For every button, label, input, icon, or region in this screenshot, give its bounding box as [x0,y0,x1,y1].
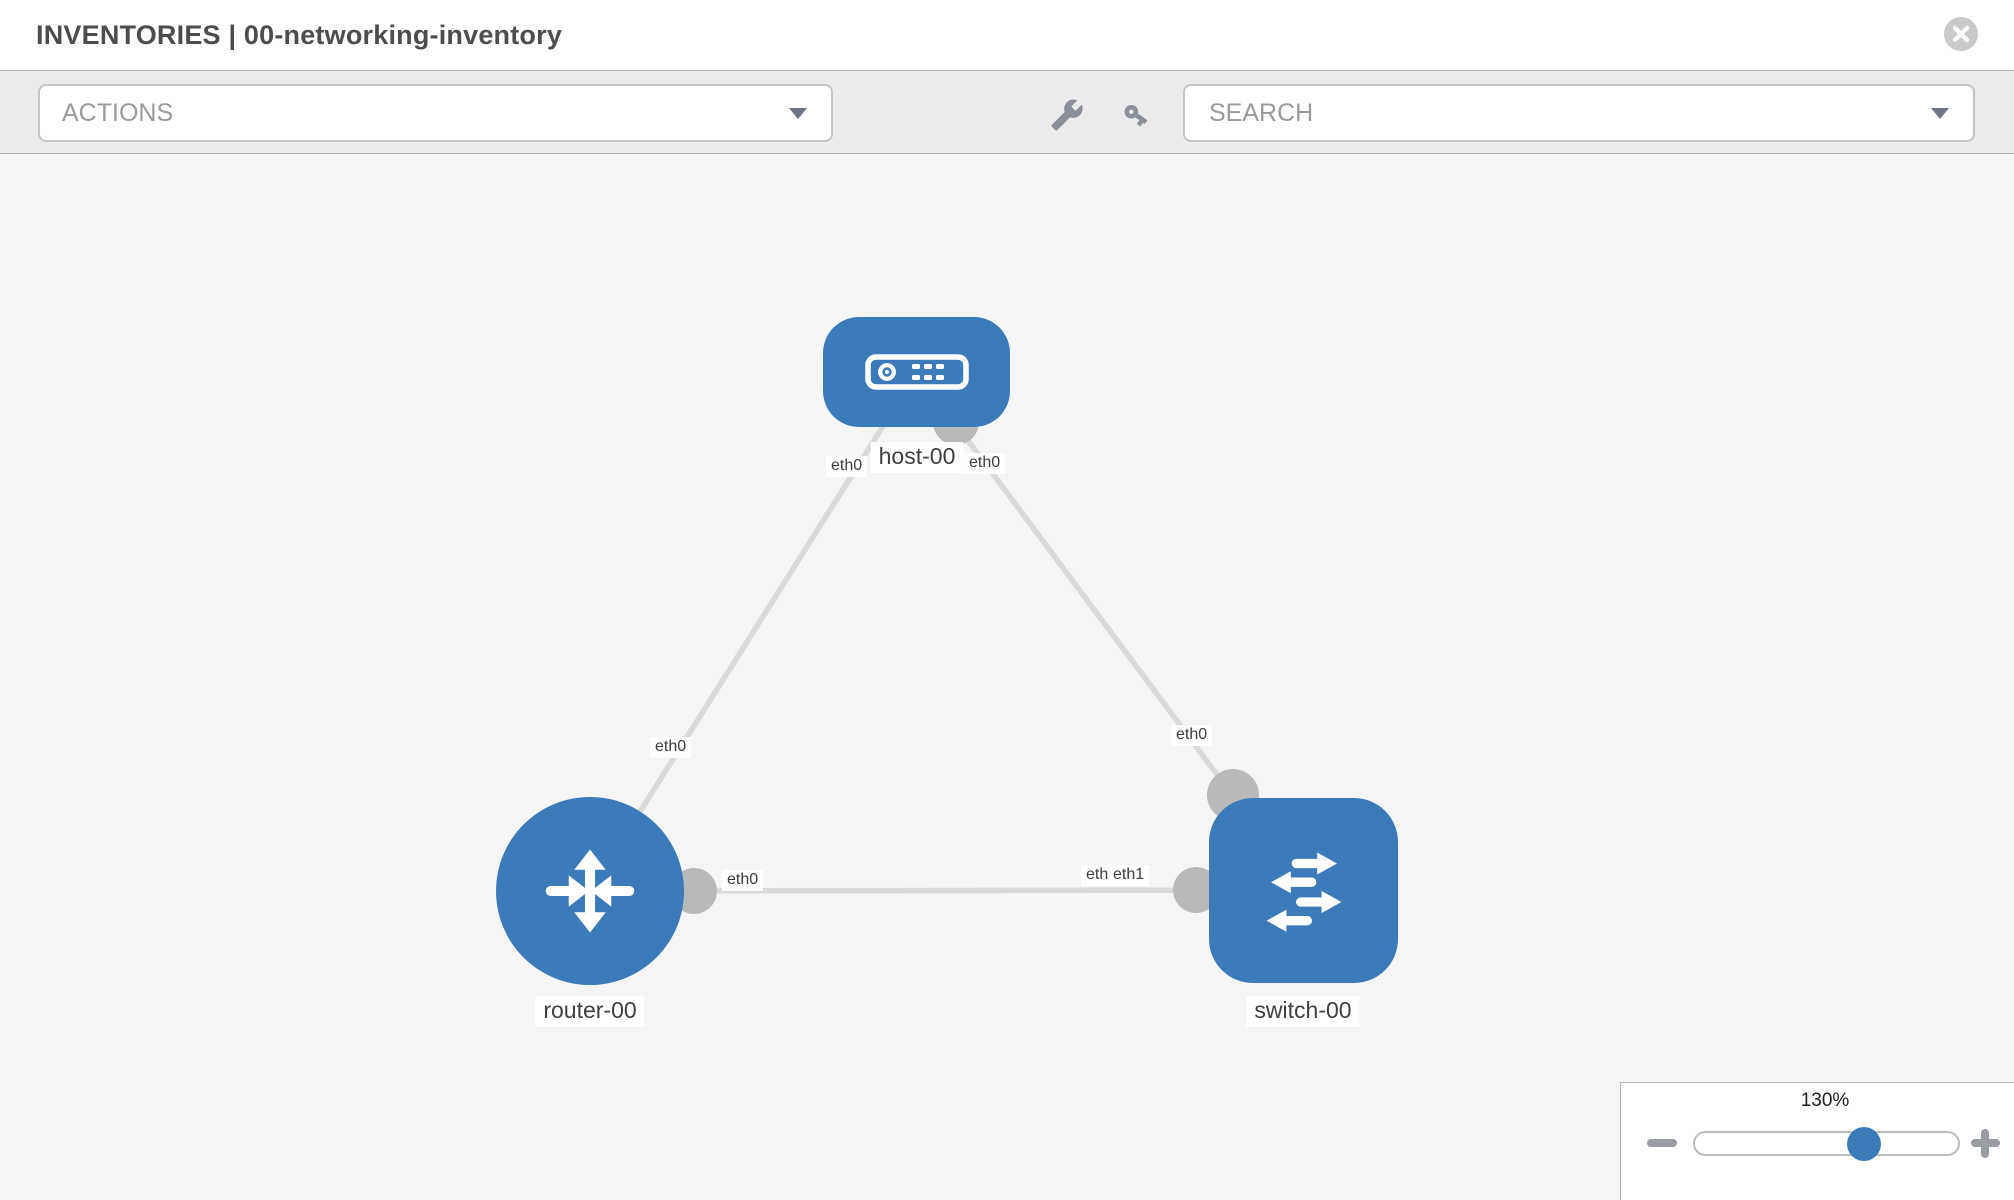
actions-dropdown-label: ACTIONS [62,98,174,127]
node-router[interactable] [496,797,684,985]
node-host[interactable] [823,317,1010,427]
topology-links-layer [587,370,1306,914]
interface-label: eth0 [722,870,764,891]
router-icon [545,849,635,933]
node-label-host: host-00 [870,442,964,473]
interface-dot-switch-left [1173,867,1219,913]
key-icon[interactable] [1119,98,1153,132]
interface-label: eth0 [1171,725,1213,746]
close-icon [1952,25,1970,43]
search-dropdown[interactable] [1183,84,1975,142]
page-title: INVENTORIES | 00-networking-inventory [36,20,563,50]
node-label-switch: switch-00 [1246,996,1360,1027]
topology-canvas[interactable]: eth0 eth0 eth0 eth0 eth0 eth0 eth1 host-… [0,154,2014,1200]
close-button[interactable] [1944,17,1978,51]
interface-label: eth0 [826,456,868,477]
wrench-icon[interactable] [1050,98,1084,132]
host-icon [864,354,969,390]
zoom-slider-thumb[interactable] [1847,1127,1881,1161]
chevron-down-icon [1931,108,1949,119]
interface-label: eth0 [650,737,692,758]
chevron-down-icon [789,108,807,119]
search-input[interactable] [1207,97,1911,129]
plus-icon [1981,1129,1989,1158]
zoom-out-button[interactable] [1647,1139,1677,1147]
zoom-level: 130% [1800,1090,1850,1111]
header: INVENTORIES | 00-networking-inventory [0,0,2014,70]
node-label-router: router-00 [535,996,645,1027]
zoom-slider-track[interactable] [1693,1131,1960,1156]
switch-icon [1266,852,1341,932]
actions-dropdown[interactable]: ACTIONS [38,84,833,142]
interface-label: eth1 [1108,865,1150,886]
interface-label: eth0 [964,453,1006,474]
node-switch[interactable] [1209,798,1398,983]
zoom-panel: 130% [1620,1082,2014,1200]
zoom-in-button[interactable] [1971,1129,2000,1158]
toolbar: ACTIONS [0,70,2014,154]
